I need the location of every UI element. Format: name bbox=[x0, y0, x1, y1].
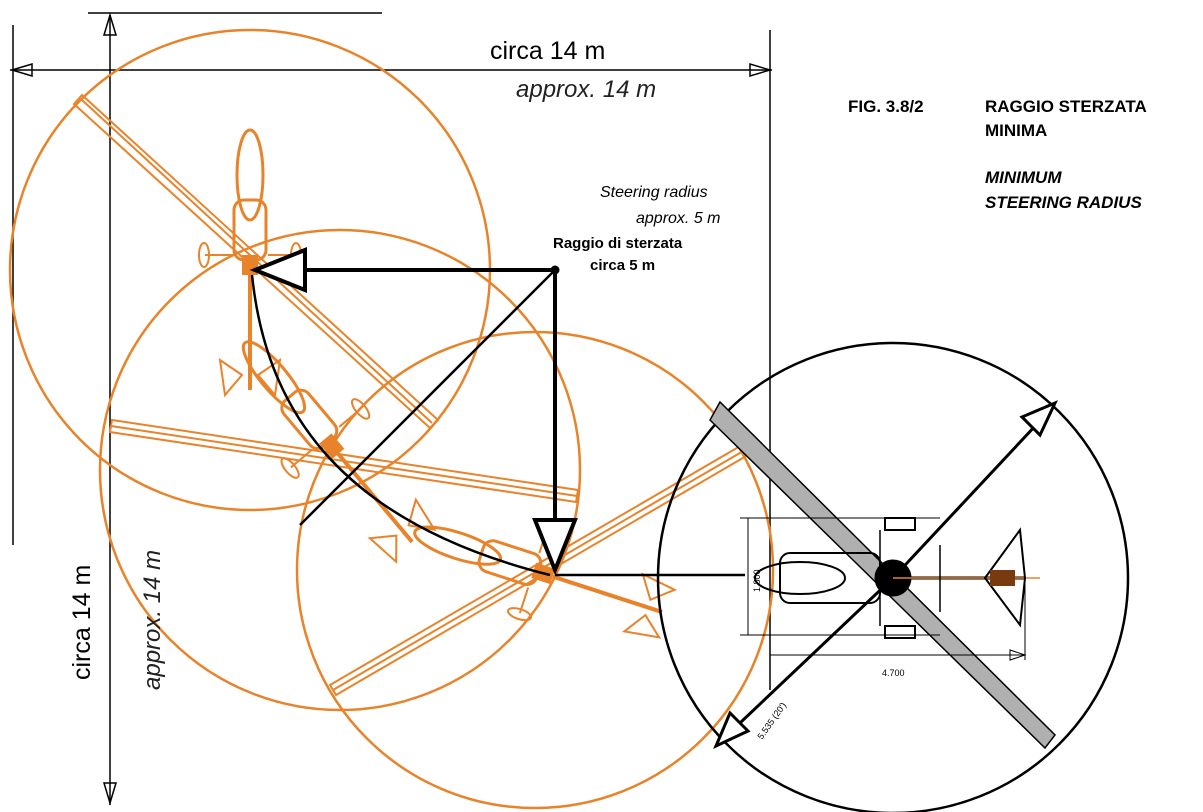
steering-label-en-1: Steering radius bbox=[600, 184, 708, 201]
rotor-circle-position-2 bbox=[98, 228, 582, 712]
caption-title-en-1: MINIMUM bbox=[985, 168, 1062, 187]
rotor-circle-position-3 bbox=[295, 330, 775, 810]
width-dimension bbox=[9, 25, 773, 690]
caption-title-it-2: MINIMA bbox=[985, 121, 1047, 140]
steering-path bbox=[250, 274, 551, 577]
steering-label-en-2: approx. 5 m bbox=[636, 210, 720, 227]
rotor-radius-label: 5.535 (20') bbox=[755, 700, 788, 741]
width-label-it: circa 14 m bbox=[490, 37, 605, 65]
rotor-circle-black bbox=[656, 341, 1130, 812]
steering-label-it-2: circa 5 m bbox=[590, 257, 655, 274]
caption-title-en-2: STEERING RADIUS bbox=[985, 193, 1142, 212]
steering-radius-arrows bbox=[249, 247, 745, 577]
helicopter-black bbox=[754, 517, 1040, 639]
steering-label-it-1: Raggio di sterzata bbox=[553, 235, 683, 252]
caption-title-it-1: RAGGIO STERZATA bbox=[985, 97, 1147, 116]
width-label-en: approx. 14 m bbox=[516, 76, 656, 103]
height-label-en: approx. 14 m bbox=[139, 550, 166, 690]
height-label-it: circa 14 m bbox=[68, 565, 96, 680]
helicopter-length-label: 4.700 bbox=[882, 668, 905, 678]
black-helicopter-dimensions bbox=[740, 517, 1027, 661]
figure-number: FIG. 3.8/2 bbox=[848, 97, 924, 116]
height-dimension bbox=[88, 12, 382, 806]
helicopter-width-label: 1.800 bbox=[752, 569, 762, 592]
